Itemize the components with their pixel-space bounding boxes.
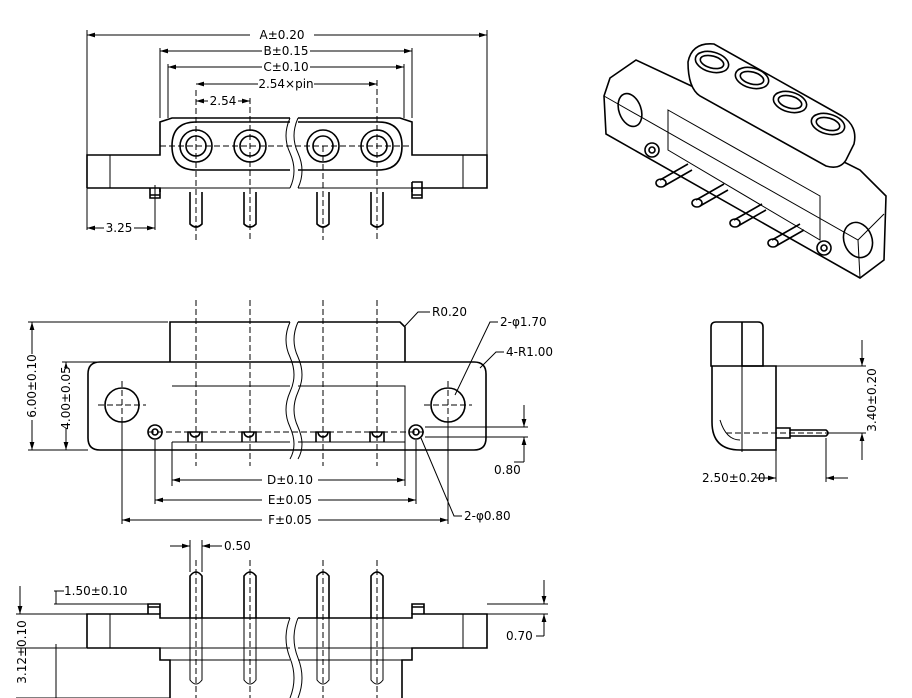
iso-hole-right [842, 221, 874, 259]
dim-a-label: A±0.20 [260, 28, 305, 42]
iso-flange [603, 59, 887, 279]
bottom-dim-boss-label: 1.50±0.10 [64, 584, 128, 598]
bottom-view: 0.50 1.50±0.10 3.12±0.10 0.70 [15, 539, 548, 698]
bottom-dim-070-label: 0.70 [506, 629, 533, 643]
dim-left-label: 3.25 [106, 221, 133, 235]
bottom-boss-left [147, 603, 161, 614]
bottom-dim-thickness-label: 3.12±0.10 [15, 620, 29, 684]
top-boss-right [411, 181, 423, 199]
front-flange [87, 361, 487, 451]
dim-height-inner-label: 4.00±0.05 [59, 366, 73, 430]
front-view: 6.00±0.10 4.00±0.05 D±0.10 E±0.05 F±0.05… [25, 300, 553, 527]
side-housing [716, 321, 764, 367]
dim-r020-label: R0.20 [432, 305, 467, 319]
dim-hole080-label: 2-φ0.80 [464, 509, 511, 523]
dim-080-label: 0.80 [494, 463, 521, 477]
dim-r100-label: 4-R1.00 [506, 345, 553, 359]
dim-hole170-label: 2-φ1.70 [500, 315, 547, 329]
dim-height-total-label: 6.00±0.10 [25, 354, 39, 418]
top-view: A±0.20 B±0.15 C±0.10 2.54×pin 2.54 3.25 [86, 28, 488, 240]
dim-c-label: C±0.10 [263, 60, 308, 74]
bottom-pins [189, 560, 384, 698]
dim-d-label: D±0.10 [267, 473, 313, 487]
dim-f-label: F±0.05 [268, 513, 312, 527]
side-view: 3.40±0.20 2.50±0.20 [702, 321, 879, 485]
side-dim-width-label: 2.50±0.20 [702, 471, 766, 485]
bottom-dim-pin-label: 0.50 [224, 539, 251, 553]
dim-pitch-label: 2.54 [210, 94, 237, 108]
isometric-view [603, 43, 887, 279]
dim-b-label: B±0.15 [263, 44, 308, 58]
bottom-boss-right [411, 603, 425, 614]
dim-pitch-pin-label: 2.54×pin [258, 77, 313, 91]
iso-hole-left [617, 92, 643, 128]
iso-housing [687, 43, 856, 168]
top-solder-pins [189, 80, 384, 240]
dim-e-label: E±0.05 [268, 493, 312, 507]
side-dim-height-label: 3.40±0.20 [865, 368, 879, 432]
break-line [285, 117, 295, 189]
